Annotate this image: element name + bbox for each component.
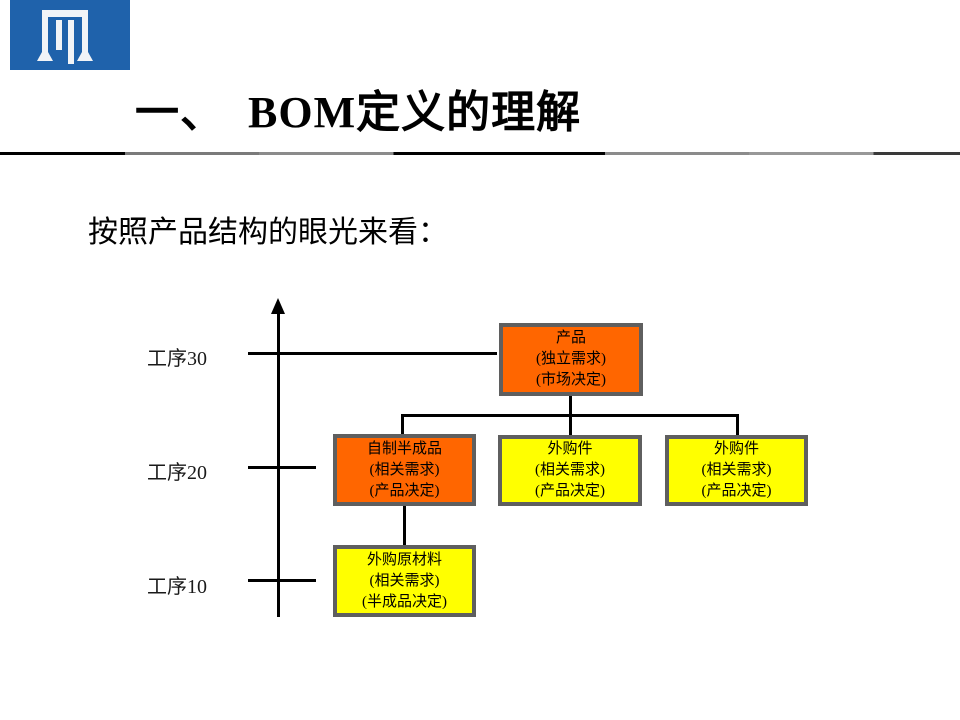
axis-label-30: 工序30 bbox=[147, 348, 207, 370]
title-divider bbox=[0, 152, 960, 155]
node-product: 产品 (独立需求) (市场决定) bbox=[499, 323, 643, 396]
node-line: (独立需求) bbox=[536, 351, 606, 367]
node-line: 外购件 bbox=[713, 441, 759, 457]
axis-label-20: 工序20 bbox=[147, 462, 207, 484]
node-line: (半成品决定) bbox=[362, 593, 447, 610]
axis-label-10: 工序10 bbox=[147, 576, 207, 598]
axis-arrow-icon bbox=[271, 298, 285, 314]
gate-logo-icon bbox=[10, 0, 130, 70]
tick-line-20 bbox=[248, 466, 316, 469]
page-title: 一、 BOM定义的理解 bbox=[135, 88, 582, 137]
node-line: (相关需求) bbox=[369, 461, 440, 478]
node-purchased-1: 外购件 (相关需求) (产品决定) bbox=[498, 435, 642, 506]
node-line: (市场决定) bbox=[536, 372, 606, 388]
node-line: (产品决定) bbox=[535, 483, 605, 499]
node-semi-finished: 自制半成品 (相关需求) (产品决定) bbox=[333, 434, 476, 506]
node-line: 外购件 bbox=[547, 441, 593, 457]
node-raw-material: 外购原材料 (相关需求) (半成品决定) bbox=[333, 545, 476, 617]
axis-line bbox=[277, 312, 280, 617]
subtitle-text: 按照产品结构的眼光来看： bbox=[88, 216, 448, 249]
node-line: (相关需求) bbox=[369, 572, 440, 589]
tick-line-10 bbox=[248, 579, 316, 582]
node-line: (相关需求) bbox=[701, 462, 772, 478]
connector-drop-middle bbox=[569, 414, 572, 435]
tick-line-30 bbox=[248, 352, 497, 355]
node-line: (相关需求) bbox=[535, 462, 605, 478]
connector-drop-left bbox=[401, 414, 404, 435]
connector-drop-right bbox=[736, 414, 739, 435]
connector-semi-to-raw bbox=[403, 506, 406, 545]
node-purchased-2: 外购件 (相关需求) (产品决定) bbox=[665, 435, 808, 506]
node-line: (产品决定) bbox=[701, 483, 772, 499]
node-line: 自制半成品 bbox=[366, 440, 442, 457]
node-line: 产品 bbox=[555, 330, 586, 346]
company-logo bbox=[10, 0, 130, 70]
connector-product-stub bbox=[569, 396, 572, 416]
node-line: 外购原材料 bbox=[366, 551, 442, 568]
node-line: (产品决定) bbox=[369, 482, 440, 499]
